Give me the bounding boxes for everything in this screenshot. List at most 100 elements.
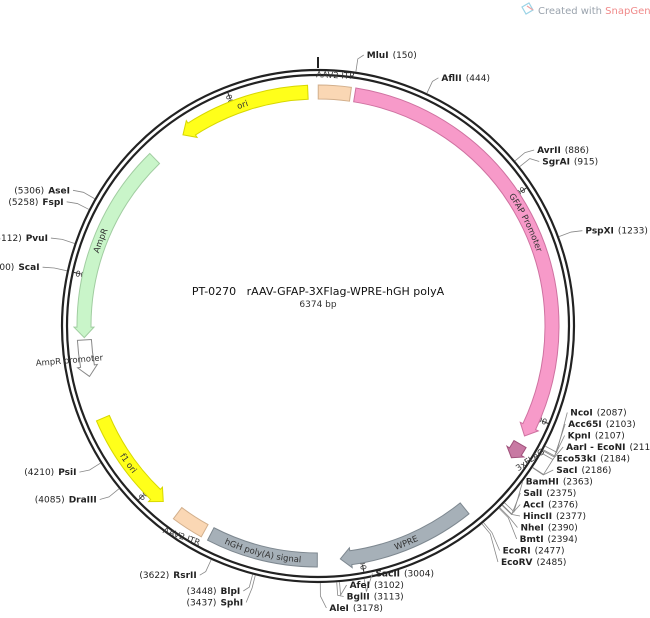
site-leader-line [558, 230, 583, 237]
site-label: AflII(444) [441, 74, 490, 84]
feature-shape [317, 84, 352, 102]
tick-6000 [227, 92, 231, 100]
tick-3000 [362, 564, 365, 572]
site-alei[interactable]: AleI(3178) [319, 582, 383, 614]
site-label: SacI(2186) [556, 466, 611, 476]
site-leader-line [363, 573, 373, 592]
site-label: SgrAI(915) [542, 158, 598, 168]
site-label: (5000)ScaI [0, 263, 40, 273]
site-leader-line [339, 582, 347, 597]
site-avrii[interactable]: AvrII(886) [514, 146, 589, 162]
site-saci[interactable]: SacI(2186) [532, 466, 611, 476]
feature-f1-ori-6[interactable]: f1 ori [95, 414, 164, 503]
site-asei[interactable]: (5306)AseI [14, 186, 95, 200]
feature-wpre-3[interactable]: WPRE [339, 502, 470, 569]
site-sphi[interactable]: (3437)SphI [187, 575, 256, 608]
feature-hgh-poly-a-signal-4[interactable]: hGH poly(A) signal [206, 527, 318, 568]
site-ecori[interactable]: EcoRI(2477) [483, 522, 565, 557]
site-afei[interactable]: AfeI(3102) [339, 581, 404, 597]
site-blpi[interactable]: (3448)BlpI [187, 574, 253, 597]
feature-label: ori [236, 99, 250, 112]
site-aflii[interactable]: AflII(444) [426, 74, 490, 94]
site-leader-line [514, 149, 535, 162]
site-leader-line [50, 237, 75, 244]
tick-5000 [73, 271, 81, 275]
feature-3xflag-2[interactable]: 3xFLAG [505, 439, 547, 474]
site-psii[interactable]: (4210)PsiI [24, 462, 101, 478]
site-pvui[interactable]: (5112)PvuI [0, 234, 75, 244]
site-label: (4085)DraIII [35, 495, 97, 505]
feature-aav2-itr-0[interactable]: AAV2 ITR [316, 70, 355, 102]
site-leader-line [498, 508, 518, 540]
site-sacii[interactable]: SacII(3004) [363, 570, 434, 592]
site-leader-line [355, 54, 364, 72]
site-label: KpnI(2107) [568, 432, 625, 442]
site-label: (3622)RsrII [139, 571, 196, 581]
plasmid-title: PT-0270 rAAV-GFAP-3XFlag-WPRE-hGH polyA [192, 285, 445, 298]
site-label: NcoI(2087) [570, 409, 626, 419]
site-scai[interactable]: (5000)ScaI [0, 263, 68, 273]
tick-1000 [520, 187, 527, 193]
site-label: (5112)PvuI [0, 234, 48, 244]
site-leader-line [501, 505, 521, 517]
feature-ampr-8[interactable]: AmpR [72, 152, 161, 339]
site-label: BmtI(2394) [520, 535, 578, 545]
site-leader-line [319, 582, 327, 609]
site-kpni[interactable]: KpnI(2107) [542, 432, 625, 458]
feature-ampr-promoter-7[interactable]: AmpR promoter [35, 339, 104, 378]
site-leader-line [499, 507, 518, 528]
feature-gfap-promoter-1[interactable]: GFAP Promoter [353, 87, 560, 437]
site-leader-line [483, 522, 501, 551]
site-sgrai[interactable]: SgrAI(915) [519, 158, 599, 168]
backbone-inner-strand [65, 73, 571, 579]
site-leader-line [42, 266, 68, 272]
site-leader-line [504, 481, 524, 513]
site-leader-line [199, 559, 212, 576]
restriction-sites: MluI(150) AflII(444) AvrII(886)SgrAI(915) P… [0, 51, 650, 614]
site-label: (3437)SphI [187, 598, 244, 608]
site-label: (5306)AseI [14, 186, 70, 196]
site-label: MluI(150) [367, 51, 417, 61]
site-leader-line [481, 523, 499, 563]
site-pspxi[interactable]: PspXI(1233) [558, 227, 648, 237]
feature-label: AAV2 ITR [316, 70, 355, 82]
feature-shape [172, 506, 209, 538]
site-label: AfeI(3102) [350, 581, 404, 591]
site-mlui[interactable]: MluI(150) [355, 51, 417, 72]
site-label: PspXI(1233) [585, 227, 647, 237]
feature-shape [339, 502, 470, 569]
snapgene-logo-icon [521, 2, 534, 15]
site-rsrii[interactable]: (3622)RsrII [139, 559, 212, 581]
site-nhei[interactable]: NheI(2390) [499, 507, 578, 534]
site-label: (3448)BlpI [187, 587, 241, 597]
site-label: (4210)PsiI [24, 468, 76, 478]
site-leader-line [426, 77, 439, 94]
site-label: AleI(3178) [329, 604, 382, 614]
site-leader-line [72, 189, 95, 200]
site-leader-line [336, 582, 344, 597]
snapgene-watermark[interactable]: Created with SnapGene® [521, 2, 650, 17]
feature-aav2-itr-5[interactable]: AAV2 ITR [161, 506, 209, 549]
site-bglii[interactable]: BglII(3113) [336, 582, 404, 603]
site-label: Eco53kI(2184) [557, 455, 630, 465]
site-hincii[interactable]: HincII(2377) [501, 505, 586, 522]
site-leader-line [79, 462, 101, 473]
site-label: AccI(2376) [523, 501, 578, 511]
site-label: BglII(3113) [347, 593, 404, 603]
backbone-outer-strand [60, 68, 576, 584]
tick-4000 [138, 494, 144, 501]
site-draiii[interactable]: (4085)DraIII [35, 488, 120, 506]
site-label: (5258)FspI [8, 198, 63, 208]
site-leader-line [243, 574, 253, 592]
feature-ori-9[interactable]: ori [182, 84, 309, 139]
site-ecorv[interactable]: EcoRV(2485) [481, 523, 567, 568]
site-label: EcoRI(2477) [503, 547, 565, 557]
site-leader-line [542, 435, 565, 458]
site-leader-line [519, 158, 540, 167]
feature-shape [72, 152, 161, 339]
site-label: SalI(2375) [523, 489, 576, 499]
site-fspi[interactable]: (5258)FspI [8, 198, 90, 210]
site-bmti[interactable]: BmtI(2394) [498, 508, 578, 545]
site-label: EcoRV(2485) [501, 558, 567, 568]
